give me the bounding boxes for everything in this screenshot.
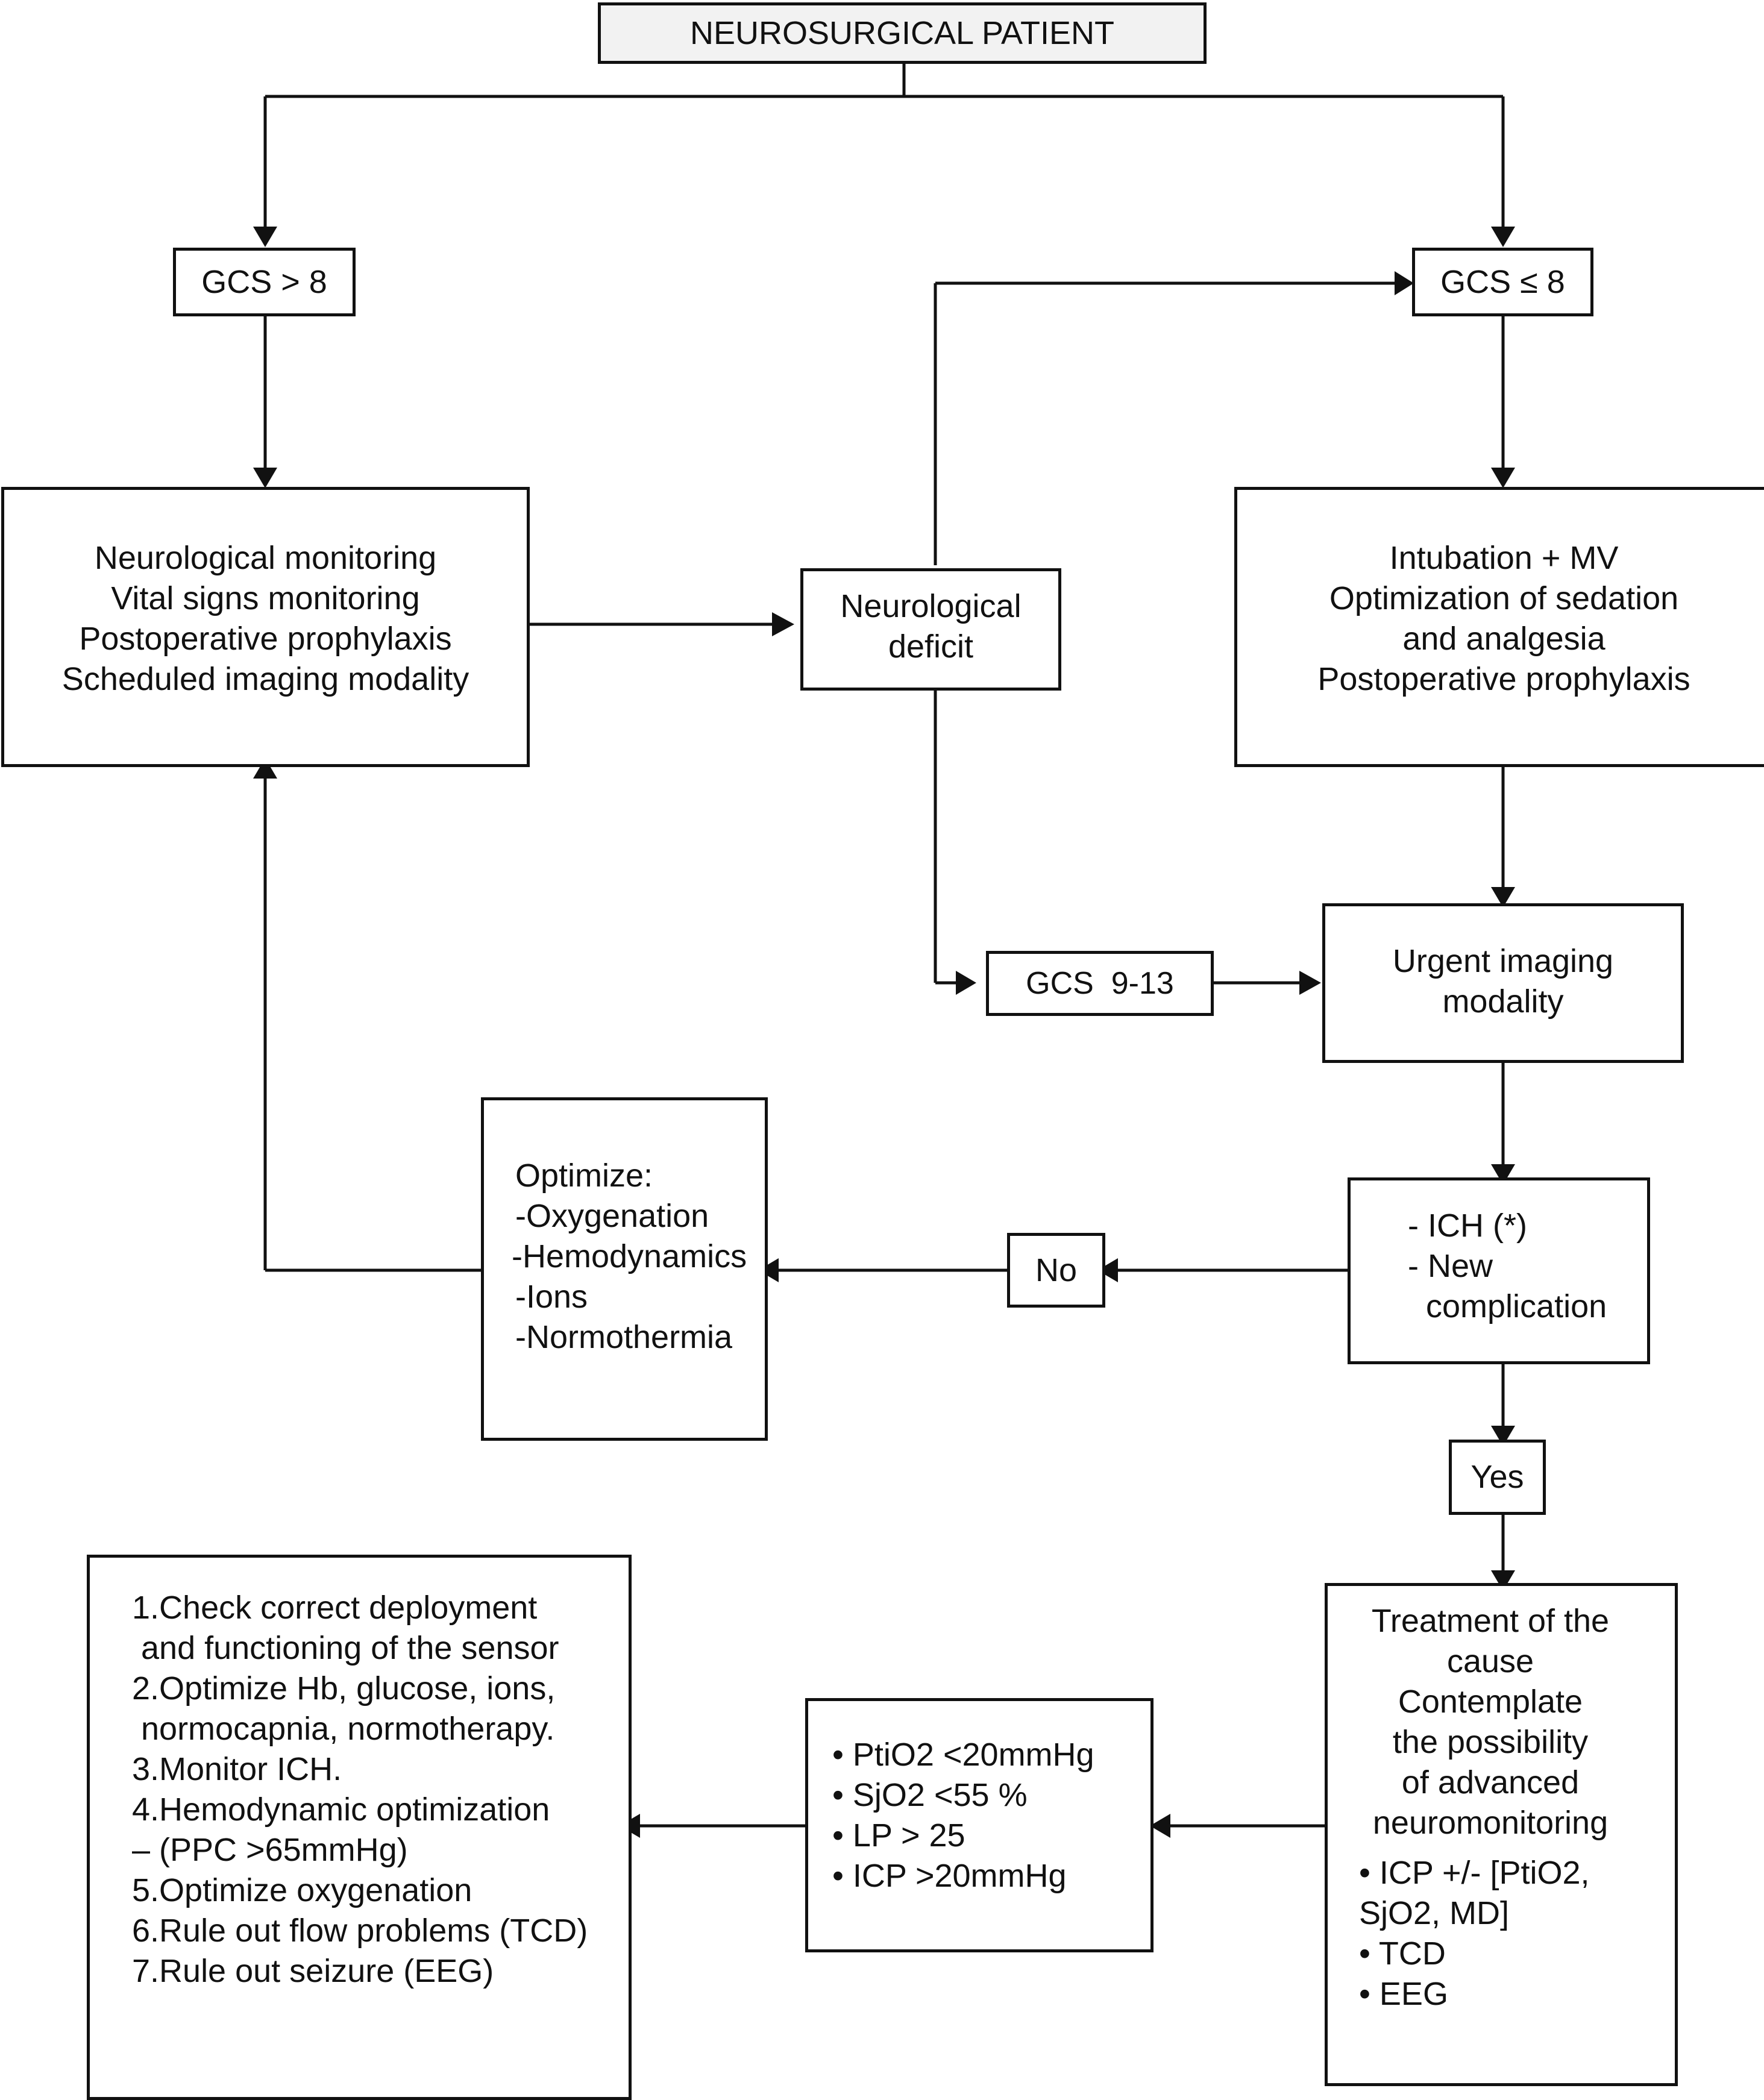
arrowhead-optimize [758, 1258, 779, 1282]
arrowhead-ich-top [1491, 1164, 1515, 1185]
treatment-bullet-1: • ICP +/- [PtiO2, [1359, 1855, 1590, 1891]
right-care-line-4: Postoperative prophylaxis [1317, 661, 1690, 697]
right-care-line-3: and analgesia [1402, 621, 1605, 657]
node-urgent-imaging: Urgent imaging modality [1322, 903, 1684, 1063]
action-line-3: 2.Optimize Hb, glucose, ions, [132, 1670, 556, 1707]
arrowhead-deficit [772, 612, 794, 636]
right-care-line-2: Optimization of sedation [1329, 580, 1679, 616]
arrowhead-gcsle8-side [1395, 271, 1414, 295]
arrowhead-yes [1491, 1426, 1515, 1446]
action-line-8: 5.Optimize oxygenation [132, 1872, 472, 1908]
node-ich: - ICH (*) - New complication [1348, 1177, 1650, 1364]
left-care-line-2: Vital signs monitoring [111, 580, 420, 616]
left-care-line-4: Scheduled imaging modality [61, 661, 469, 697]
node-yes: Yes [1449, 1440, 1546, 1515]
threshold-line-2: • SjO2 <55 % [832, 1777, 1028, 1813]
treatment-bullet-4: • EEG [1359, 1976, 1448, 2012]
treatment-bullet-2: SjO2, MD] [1359, 1895, 1510, 1931]
urgent-line-2: modality [1442, 983, 1564, 1020]
optimize-line-2: -Oxygenation [515, 1198, 709, 1234]
action-line-7: – (PPC >65mmHg) [132, 1832, 408, 1868]
treatment-bullet-3: • TCD [1359, 1935, 1446, 1972]
arrowhead-leftcare [253, 468, 277, 488]
node-treatment: Treatment of the cause Contemplate the p… [1325, 1583, 1678, 2086]
treatment-line-6: neuromonitoring [1372, 1805, 1609, 1841]
treatment-line-5: of advanced [1401, 1764, 1580, 1801]
optimize-line-3: -Hemodynamics [512, 1238, 747, 1274]
node-gcs-le8-label: GCS ≤ 8 [1440, 263, 1565, 300]
node-neurosurgical-patient: NEUROSURGICAL PATIENT [598, 2, 1207, 64]
node-intubation: Intubation + MV Optimization of sedation… [1234, 487, 1764, 767]
node-gcs-9-13: GCS 9-13 [986, 951, 1214, 1016]
action-line-5: 3.Monitor ICH. [132, 1751, 342, 1787]
arrowhead-rightcare [1491, 468, 1515, 488]
arrowhead-thresholds [1150, 1814, 1170, 1838]
threshold-line-3: • LP > 25 [832, 1817, 965, 1854]
deficit-line-2: deficit [888, 628, 974, 665]
node-neurological-monitoring: Neurological monitoring Vital signs moni… [1, 487, 530, 767]
left-care-line-1: Neurological monitoring [94, 540, 437, 576]
node-gcs-9-13-label: GCS 9-13 [1026, 966, 1174, 1001]
arrowhead-gcs913 [956, 971, 976, 995]
node-thresholds: • PtiO2 <20mmHg • SjO2 <55 % • LP > 25 •… [805, 1698, 1154, 1952]
node-gcs-le8: GCS ≤ 8 [1412, 248, 1593, 316]
node-no: No [1007, 1233, 1105, 1308]
node-optimize: Optimize: -Oxygenation -Hemodynamics -Io… [481, 1097, 768, 1441]
deficit-line-1: Neurological [840, 588, 1022, 624]
action-line-10: 7.Rule out seizure (EEG) [132, 1953, 494, 1989]
node-gcs-gt8-label: GCS > 8 [201, 263, 327, 300]
optimize-line-5: -Normothermia [515, 1319, 733, 1355]
urgent-line-1: Urgent imaging [1392, 943, 1614, 979]
optimize-line-4: -Ions [515, 1279, 588, 1315]
ich-line-3: complication [1408, 1288, 1607, 1324]
arrowhead-no [1097, 1258, 1118, 1282]
treatment-line-2: cause [1446, 1643, 1534, 1679]
threshold-line-4: • ICP >20mmHg [832, 1858, 1067, 1894]
arrowhead-urgent-top [1491, 887, 1515, 907]
ich-line-1: - ICH (*) [1408, 1208, 1527, 1244]
node-no-label: No [1035, 1252, 1078, 1288]
treatment-line-4: the possibility [1392, 1724, 1589, 1760]
arrowhead-urgent-side [1299, 971, 1321, 995]
right-care-line-1: Intubation + MV [1389, 540, 1619, 576]
left-care-line-3: Postoperative prophylaxis [79, 621, 452, 657]
arrowhead-gcsle8 [1491, 227, 1515, 247]
arrowhead-leftcare-bottom [253, 758, 277, 779]
node-neurosurgical-patient-label: NEUROSURGICAL PATIENT [689, 14, 1115, 51]
node-gcs-gt8: GCS > 8 [173, 248, 356, 316]
ich-line-2: - New [1408, 1248, 1493, 1284]
treatment-line-1: Treatment of the [1371, 1603, 1610, 1639]
node-yes-label: Yes [1471, 1459, 1524, 1495]
action-line-4: normocapnia, normotherapy. [132, 1711, 555, 1747]
action-line-9: 6.Rule out flow problems (TCD) [132, 1913, 588, 1949]
arrowhead-treatment [1491, 1570, 1515, 1591]
treatment-line-3: Contemplate [1398, 1684, 1583, 1720]
node-actions: 1.Check correct deployment and functioni… [87, 1555, 632, 2100]
optimize-line-1: Optimize: [515, 1158, 653, 1194]
action-line-2: and functioning of the sensor [132, 1630, 559, 1666]
node-neurological-deficit: Neurological deficit [800, 568, 1061, 691]
action-line-6: 4.Hemodynamic optimization [132, 1791, 550, 1828]
threshold-line-1: • PtiO2 <20mmHg [832, 1737, 1094, 1773]
arrowhead-gcsgt8 [253, 227, 277, 247]
action-line-1: 1.Check correct deployment [132, 1590, 538, 1626]
